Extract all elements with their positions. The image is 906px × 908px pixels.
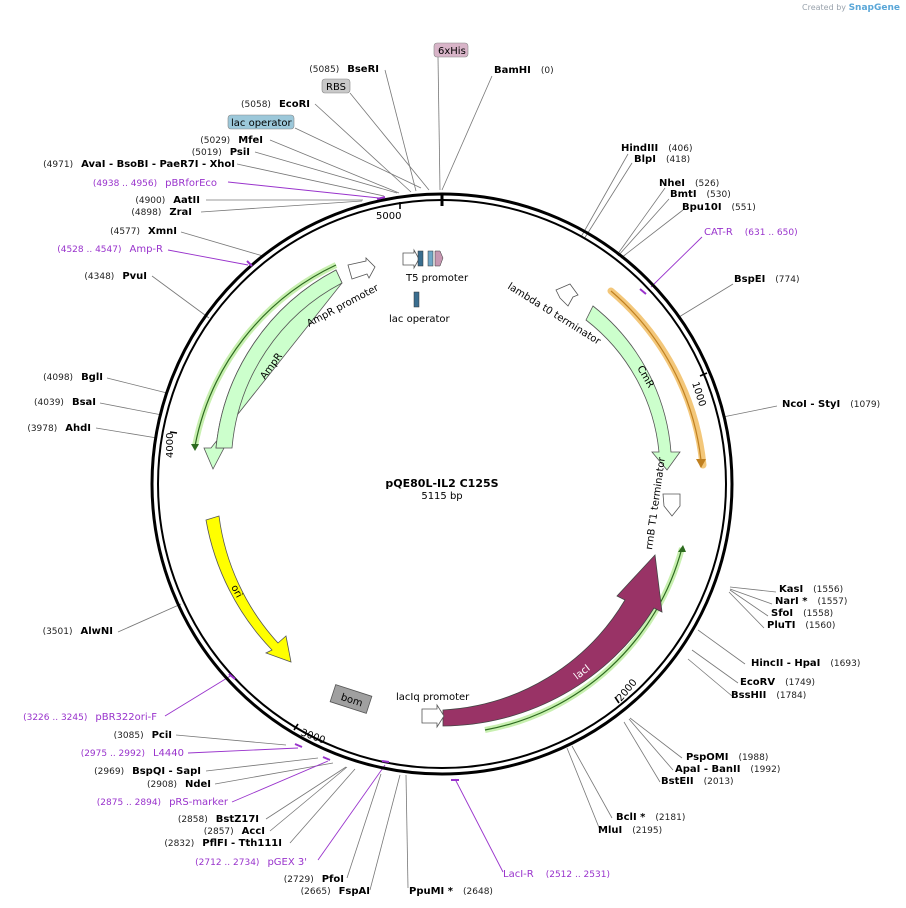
site-label-bsai: (4039)BsaI [34, 397, 96, 408]
site-label-bamhi: BamHI(0) [494, 65, 554, 76]
restriction-site-labels: BamHI(0) HindIII(406)BlpI(418) NheI(526)Bm… [27, 64, 880, 897]
site-label-bstz17i: (2858)BstZ17I [178, 814, 259, 825]
laci-outer-arrowhead [678, 545, 686, 552]
snapgene-credit: Created by SnapGene [802, 3, 900, 13]
ampr-outer-arrowhead [191, 444, 199, 451]
primer-label-cat-r: CAT-R(631 .. 650) [704, 227, 798, 238]
ampr-promoter-icon [347, 257, 376, 280]
lac-operator-mark-1 [417, 250, 424, 267]
laciq-promoter-label: lacIq promoter [396, 692, 470, 703]
site-label-acci: (2857)AccI [204, 826, 265, 837]
site-label-ndei: (2908)NdeI [147, 779, 211, 790]
primer-label-l4440: (2975 .. 2992)L4440 [81, 748, 184, 759]
credit-prefix: Created by [802, 3, 847, 12]
site-label-nhei: NheI(526) [659, 178, 719, 189]
site-label-psii: (5019)PsiI [192, 147, 250, 158]
site-label-ahdi: (3978)AhdI [27, 423, 91, 434]
site-label-pcii: (3085)PciI [114, 730, 172, 741]
site-leader-lines [95, 56, 778, 891]
site-label-kasi: KasI(1556) [779, 584, 843, 595]
site-label-ecorv: EcoRV(1749) [740, 677, 815, 688]
laci-outer-line [484, 547, 683, 731]
primer-label-amp-r: (4528 .. 4547)Amp-R [57, 244, 163, 255]
site-label-bsteii: BstEII(2013) [661, 776, 734, 787]
bom-box [329, 684, 373, 714]
lac-operator-label: lac operator [231, 118, 292, 129]
cmr-outer-line [610, 290, 702, 461]
site-label-apai-banii: ApaI - BanII(1992) [675, 764, 780, 775]
rbs-label: RBS [326, 82, 346, 93]
ampr-feature-body [215, 269, 343, 449]
primer-label-pgex-3: (2712 .. 2734)pGEX 3' [195, 857, 307, 868]
plasmid-name: pQE80L-IL2 C125S [385, 477, 498, 490]
laciq-promoter-icon [421, 703, 445, 729]
lambda-t0-terminator-icon [555, 283, 579, 307]
site-label-bcli: BclI *(2181) [616, 812, 685, 823]
site-label-mlui: MluI(2195) [598, 825, 662, 836]
site-label-zrai: (4898)ZraI [131, 207, 192, 218]
primer-label-pbr322ori-f: (3226 .. 3245)pBR322ori-F [23, 712, 157, 723]
ori-label: ori [228, 583, 244, 600]
rbs-mark [427, 250, 434, 267]
site-label-fspai: (2665)FspAI [301, 886, 370, 897]
site-label-ncoi-styi: NcoI - StyI(1079) [782, 399, 880, 410]
site-label-bsshii: BssHII(1784) [731, 690, 806, 701]
snapgene-logo: SnapGene [848, 3, 900, 13]
rbs-badge [321, 78, 351, 94]
site-label-ecori: (5058)EcoRI [241, 99, 310, 110]
site-label-aatii: (4900)AatII [135, 195, 200, 206]
site-label-hindiii: HindIII(406) [621, 143, 692, 154]
ampr-outer-line [194, 264, 337, 447]
top-feature-badges: 6xHis RBS lac operator [227, 42, 469, 130]
site-label-xmni: (4577)XmnI [110, 226, 177, 237]
primer-leader-lines [164, 181, 703, 873]
site-label-pspomi: PspOMI(1988) [686, 752, 768, 763]
t5-promoter-icon [402, 248, 420, 270]
cmr-feature-arrow [585, 305, 681, 471]
t5-promoter-label: T5 promoter [405, 273, 469, 284]
rrnb-t1-terminator-icon [662, 493, 681, 517]
ori-feature-arrow [205, 515, 292, 663]
site-label-pfoi: (2729)PfoI [284, 874, 344, 885]
bom-feature: bom [329, 684, 373, 714]
plasmid-length: 5115 bp [421, 491, 462, 502]
site-label-alwni: (3501)AlwNI [43, 626, 113, 637]
site-label-mfei: (5029)MfeI [200, 135, 263, 146]
tick-label-4000: 4000 [165, 433, 176, 458]
site-label-bmti: BmtI(530) [670, 189, 731, 200]
tick-label-5000: 5000 [376, 211, 401, 222]
site-label-bspqi-sapi: (2969)BspQI - SapI [94, 766, 201, 777]
primer-marks [228, 196, 647, 781]
primer-labels: CAT-R(631 .. 650) LacI-R(2512 .. 2531) (27… [23, 178, 798, 880]
site-label-blpi: BlpI(418) [634, 154, 690, 165]
site-label-sfoi: SfoI(1558) [771, 608, 833, 619]
primer-label-prs-marker: (2875 .. 2894)pRS-marker [97, 797, 229, 808]
primer-label-pbrforeco: (4938 .. 4956)pBRforEco [93, 178, 217, 189]
cmr-outer-arrowhead [696, 459, 706, 468]
lac-operator-mark-2 [413, 291, 420, 308]
site-label-bpu10i: Bpu10I(551) [682, 202, 756, 213]
6xhis-badge [433, 42, 469, 58]
site-label-pluti: PluTI(1560) [767, 620, 835, 631]
site-label-bgli: (4098)BglI [43, 372, 103, 383]
ruler-ticks [169, 202, 708, 731]
primer-label-laci-r: LacI-R(2512 .. 2531) [503, 869, 610, 880]
site-label-pvui: (4348)PvuI [84, 271, 147, 282]
site-label-nari: NarI *(1557) [775, 596, 847, 607]
laci-feature-arrow [442, 554, 663, 727]
site-label-bseri: (5085)BseRI [309, 64, 379, 75]
site-label-bspei: BspEI(774) [734, 274, 800, 285]
site-label-ppumi: PpuMI *(2648) [409, 886, 493, 897]
6xhis-label: 6xHis [438, 46, 466, 57]
lac-operator-inner-label: lac operator [389, 314, 450, 325]
site-label-avai-bsobi-paer7i-xhoi: (4971)AvaI - BsoBI - PaeR7I - XhoI [43, 159, 235, 170]
site-label-hincii-hpai: HincII - HpaI(1693) [751, 658, 860, 669]
lac-operator-badge [227, 114, 295, 130]
6xhis-mark [434, 250, 444, 267]
site-label-pflfi-tth111i: (2832)PflFI - Tth111I [164, 838, 282, 849]
